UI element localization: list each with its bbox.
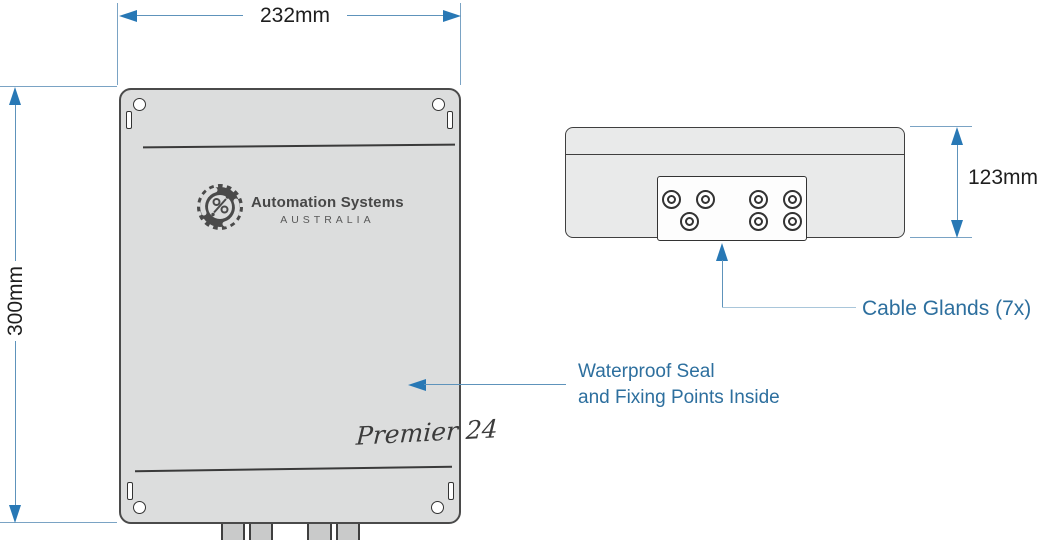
cable-glands-label: Cable Glands (7x) — [862, 297, 1032, 320]
depth-dimension-line — [957, 140, 958, 224]
cable-glands-leader-horizontal — [722, 307, 856, 308]
front-bottom-seam-line — [135, 465, 452, 473]
screw-hole — [133, 501, 146, 514]
waterproof-label-line2: and Fixing Points Inside — [578, 387, 780, 408]
screw-hole — [431, 501, 444, 514]
cable-gland — [749, 190, 768, 209]
cable-gland — [783, 190, 802, 209]
cable-gland — [680, 212, 699, 231]
cable-gland — [662, 190, 681, 209]
model-name-script: Premier 24 — [355, 414, 499, 451]
height-extension-line-bottom — [0, 522, 117, 523]
cable-gland-bore — [754, 195, 763, 204]
cable-gland — [696, 190, 715, 209]
arrow-left-icon — [408, 379, 426, 391]
screw-hole — [133, 98, 146, 111]
waterproof-leader-line — [424, 384, 566, 385]
arrow-down-icon — [951, 220, 963, 238]
arrow-down-icon — [9, 505, 21, 523]
cable-gland-plate — [657, 176, 807, 241]
cable-gland-bore — [701, 195, 710, 204]
mount-slot — [127, 482, 133, 500]
brand-logo: Automation Systems AUSTRALIA — [195, 182, 404, 237]
brand-text-block: Automation Systems AUSTRALIA — [251, 194, 404, 226]
cable-gland — [749, 212, 768, 231]
cable-gland-bore — [788, 195, 797, 204]
depth-extension-line-bottom — [910, 237, 972, 238]
mount-slot — [447, 111, 453, 129]
cable-gland — [783, 212, 802, 231]
screw-hole — [432, 98, 445, 111]
gear-circuit-logo-icon — [195, 182, 245, 237]
height-extension-line-top — [0, 86, 117, 87]
front-view-enclosure: Automation Systems AUSTRALIA Premier 24 — [119, 88, 498, 524]
brand-country: AUSTRALIA — [280, 213, 375, 226]
width-extension-line-right — [460, 3, 461, 85]
cable-gland-bore — [754, 217, 763, 226]
depth-extension-line-top — [910, 126, 972, 127]
cable-gland-bore — [788, 217, 797, 226]
width-extension-line-left — [117, 3, 118, 85]
waterproof-label: Waterproof Seal and Fixing Points Inside — [578, 359, 780, 411]
width-dimension-label: 232mm — [243, 4, 347, 28]
mount-slot — [448, 482, 454, 500]
cable-gland-bore — [685, 217, 694, 226]
arrow-up-icon — [951, 127, 963, 145]
waterproof-label-line1: Waterproof Seal — [578, 361, 715, 382]
side-lid-seam-line — [566, 154, 904, 155]
arrow-up-icon — [716, 243, 728, 261]
arrow-left-icon — [119, 10, 137, 22]
arrow-right-icon — [443, 10, 461, 22]
front-top-seam-line — [142, 143, 456, 149]
mount-slot — [126, 111, 132, 129]
arrow-up-icon — [9, 87, 21, 105]
depth-dimension-label: 123mm — [968, 166, 1048, 190]
height-dimension-label: 300mm — [4, 261, 28, 341]
cable-glands-leader-vertical — [722, 260, 723, 308]
cable-gland-bore — [667, 195, 676, 204]
brand-name: Automation Systems — [251, 193, 404, 211]
